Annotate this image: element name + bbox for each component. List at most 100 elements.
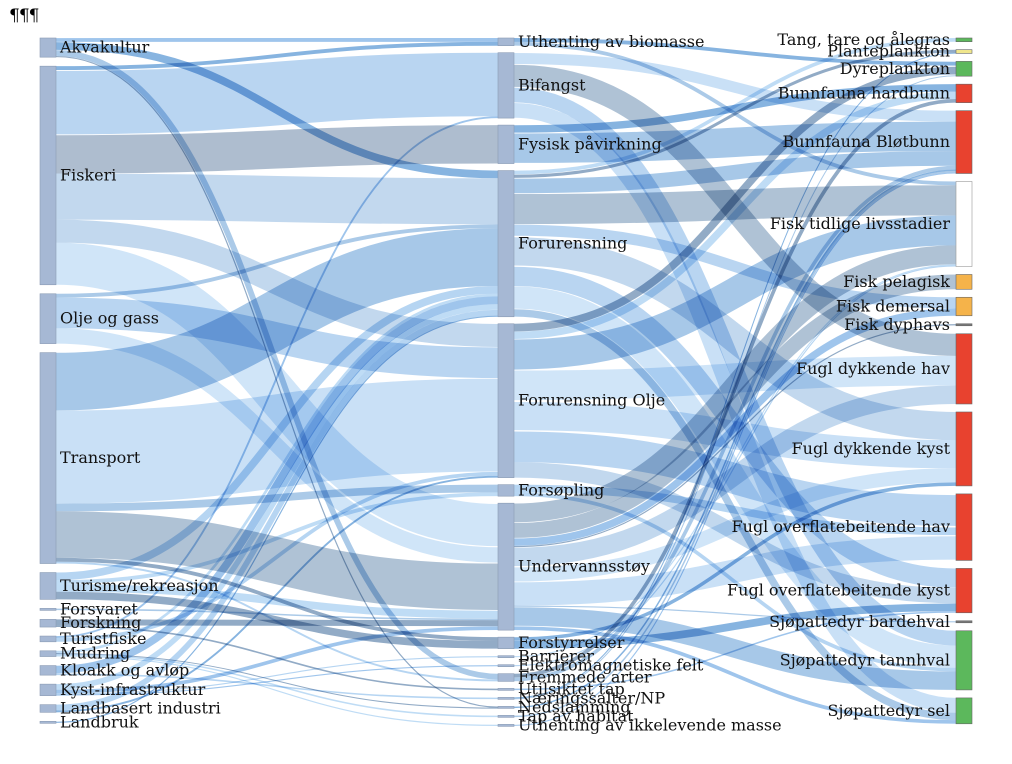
node-dyphavs[interactable] xyxy=(955,323,973,327)
link-forstyrrelser-fugldykkyst[interactable] xyxy=(513,482,957,641)
link-forurolje-tidlige[interactable] xyxy=(513,215,957,370)
link-ikkelevende-blotbunn[interactable] xyxy=(513,172,957,726)
node-bifangst[interactable] xyxy=(497,52,515,119)
node-turistfiske[interactable] xyxy=(39,635,57,643)
link-transport-fremmede[interactable] xyxy=(55,561,499,682)
node-transport[interactable] xyxy=(39,352,57,564)
link-transport-undervann[interactable] xyxy=(55,511,499,610)
link-nedslamming-blotbunn[interactable] xyxy=(513,169,957,709)
link-fiskeri-undervann[interactable] xyxy=(55,242,499,547)
link-transport-forstyrrelser[interactable] xyxy=(55,557,499,641)
link-turistfiske-bifangst[interactable] xyxy=(55,116,499,638)
node-habitat[interactable] xyxy=(497,715,515,718)
link-olje-forurensning[interactable] xyxy=(55,224,499,298)
link-barrierer-tidlige[interactable] xyxy=(513,264,957,658)
link-akvakultur-nedslamming[interactable] xyxy=(55,55,499,708)
node-landbruk[interactable] xyxy=(39,721,57,724)
node-fugldykkyst[interactable] xyxy=(955,411,973,487)
node-olje[interactable] xyxy=(39,293,57,344)
node-tang[interactable] xyxy=(955,37,973,42)
link-fiskeri-forurensning[interactable] xyxy=(55,173,499,225)
node-fugloverkyst[interactable] xyxy=(955,568,973,614)
link-undervann-sel[interactable] xyxy=(513,626,957,724)
link-undervann-fugloverhav[interactable] xyxy=(513,536,957,606)
node-demersal[interactable] xyxy=(955,296,973,317)
link-kyst-elektro[interactable] xyxy=(55,665,499,696)
link-akvakultur-fremmede[interactable] xyxy=(55,50,499,680)
link-naering-dyre[interactable] xyxy=(513,75,957,700)
link-forstyrrelser-fugloverkyst[interactable] xyxy=(513,603,957,649)
node-fremmede[interactable] xyxy=(497,673,515,682)
node-fugldykhav[interactable] xyxy=(955,333,973,405)
node-elektro[interactable] xyxy=(497,664,515,667)
link-utilsiktet-fugloverkyst[interactable] xyxy=(513,611,957,691)
node-pelagisk[interactable] xyxy=(955,274,973,290)
node-fiskeri[interactable] xyxy=(39,65,57,286)
link-forurolje-fugloverkyst[interactable] xyxy=(513,462,957,604)
node-utilsiktet[interactable] xyxy=(497,688,515,691)
link-fysisk-hardbunn[interactable] xyxy=(513,84,957,133)
node-hardbunn[interactable] xyxy=(955,83,973,103)
link-landbasert-forurensning[interactable] xyxy=(55,309,499,711)
node-mudring[interactable] xyxy=(39,650,57,657)
link-olje-forurolje[interactable] xyxy=(55,297,499,379)
node-plante[interactable] xyxy=(955,49,973,54)
link-turisme-forsopling[interactable] xyxy=(55,492,499,585)
node-dyre[interactable] xyxy=(955,61,973,77)
node-akvakultur[interactable] xyxy=(39,37,57,58)
link-forurensning-sel[interactable] xyxy=(513,309,957,721)
node-fugloverhav[interactable] xyxy=(955,493,973,561)
link-olje-undervann[interactable] xyxy=(55,328,499,563)
link-fremmede-blotbunn[interactable] xyxy=(513,165,957,682)
link-forsopling-fugloverhav[interactable] xyxy=(513,484,957,536)
link-naering-plante[interactable] xyxy=(513,52,957,699)
link-bifangst-blotbunn[interactable] xyxy=(513,52,957,122)
link-mudring-nedslamming[interactable] xyxy=(55,653,499,709)
node-ikkelevende[interactable] xyxy=(497,724,515,727)
node-undervann[interactable] xyxy=(497,502,515,631)
node-sel[interactable] xyxy=(955,697,973,725)
node-bardehval[interactable] xyxy=(955,620,973,624)
link-akvakultur-forurensning[interactable] xyxy=(55,42,499,179)
link-undervann-fugldykhav[interactable] xyxy=(513,385,957,567)
node-tannhval[interactable] xyxy=(955,630,973,691)
node-forstyrrelser[interactable] xyxy=(497,636,515,649)
link-forurolje-hardbunn[interactable] xyxy=(513,91,957,339)
link-uthenting-dyre[interactable] xyxy=(513,38,957,66)
link-forurensning-demersal[interactable] xyxy=(513,224,957,309)
link-kyst-barrierer[interactable] xyxy=(55,656,499,695)
link-fiskeri-fysisk[interactable] xyxy=(55,125,499,174)
link-forsvaret-undervann[interactable] xyxy=(55,608,499,621)
node-forskning[interactable] xyxy=(39,619,57,628)
link-mudring-forurensning[interactable] xyxy=(55,293,499,654)
link-turisme-forurensning[interactable] xyxy=(55,285,499,581)
node-uthenting[interactable] xyxy=(497,37,515,46)
link-transport-forurensning[interactable] xyxy=(55,228,499,411)
node-naering[interactable] xyxy=(497,697,515,700)
node-nedslamming[interactable] xyxy=(497,706,515,709)
link-forurensning-fugldykkyst[interactable] xyxy=(513,237,957,441)
link-habitat-blotbunn[interactable] xyxy=(513,170,957,718)
link-forskning-utilsiktet[interactable] xyxy=(55,625,499,691)
node-turisme[interactable] xyxy=(39,572,57,600)
link-forurolje-dyre[interactable] xyxy=(513,66,957,332)
node-forurensning[interactable] xyxy=(497,170,515,318)
node-kloakk[interactable] xyxy=(39,665,57,676)
link-turistfiske-forurolje[interactable] xyxy=(55,471,499,642)
node-forsvaret[interactable] xyxy=(39,608,57,611)
node-barrierer[interactable] xyxy=(497,655,515,658)
node-tidlige[interactable] xyxy=(955,181,973,267)
link-fiskeri-uthenting[interactable] xyxy=(55,41,499,71)
link-kloakk-naering[interactable] xyxy=(55,673,499,700)
node-landbasert[interactable] xyxy=(39,704,57,713)
link-landbruk-forurensning[interactable] xyxy=(55,315,499,723)
node-kyst[interactable] xyxy=(39,683,57,696)
link-forurensning-plante[interactable] xyxy=(513,49,957,178)
link-kloakk-forurensning[interactable] xyxy=(55,296,499,674)
link-forurensning-blotbunn[interactable] xyxy=(513,151,957,194)
link-landbasert-forurolje[interactable] xyxy=(55,475,499,713)
node-fysisk[interactable] xyxy=(497,124,515,164)
link-fiskeri-bifangst[interactable] xyxy=(55,52,499,135)
link-forskning-undervann[interactable] xyxy=(55,619,499,627)
node-blotbunn[interactable] xyxy=(955,110,973,174)
